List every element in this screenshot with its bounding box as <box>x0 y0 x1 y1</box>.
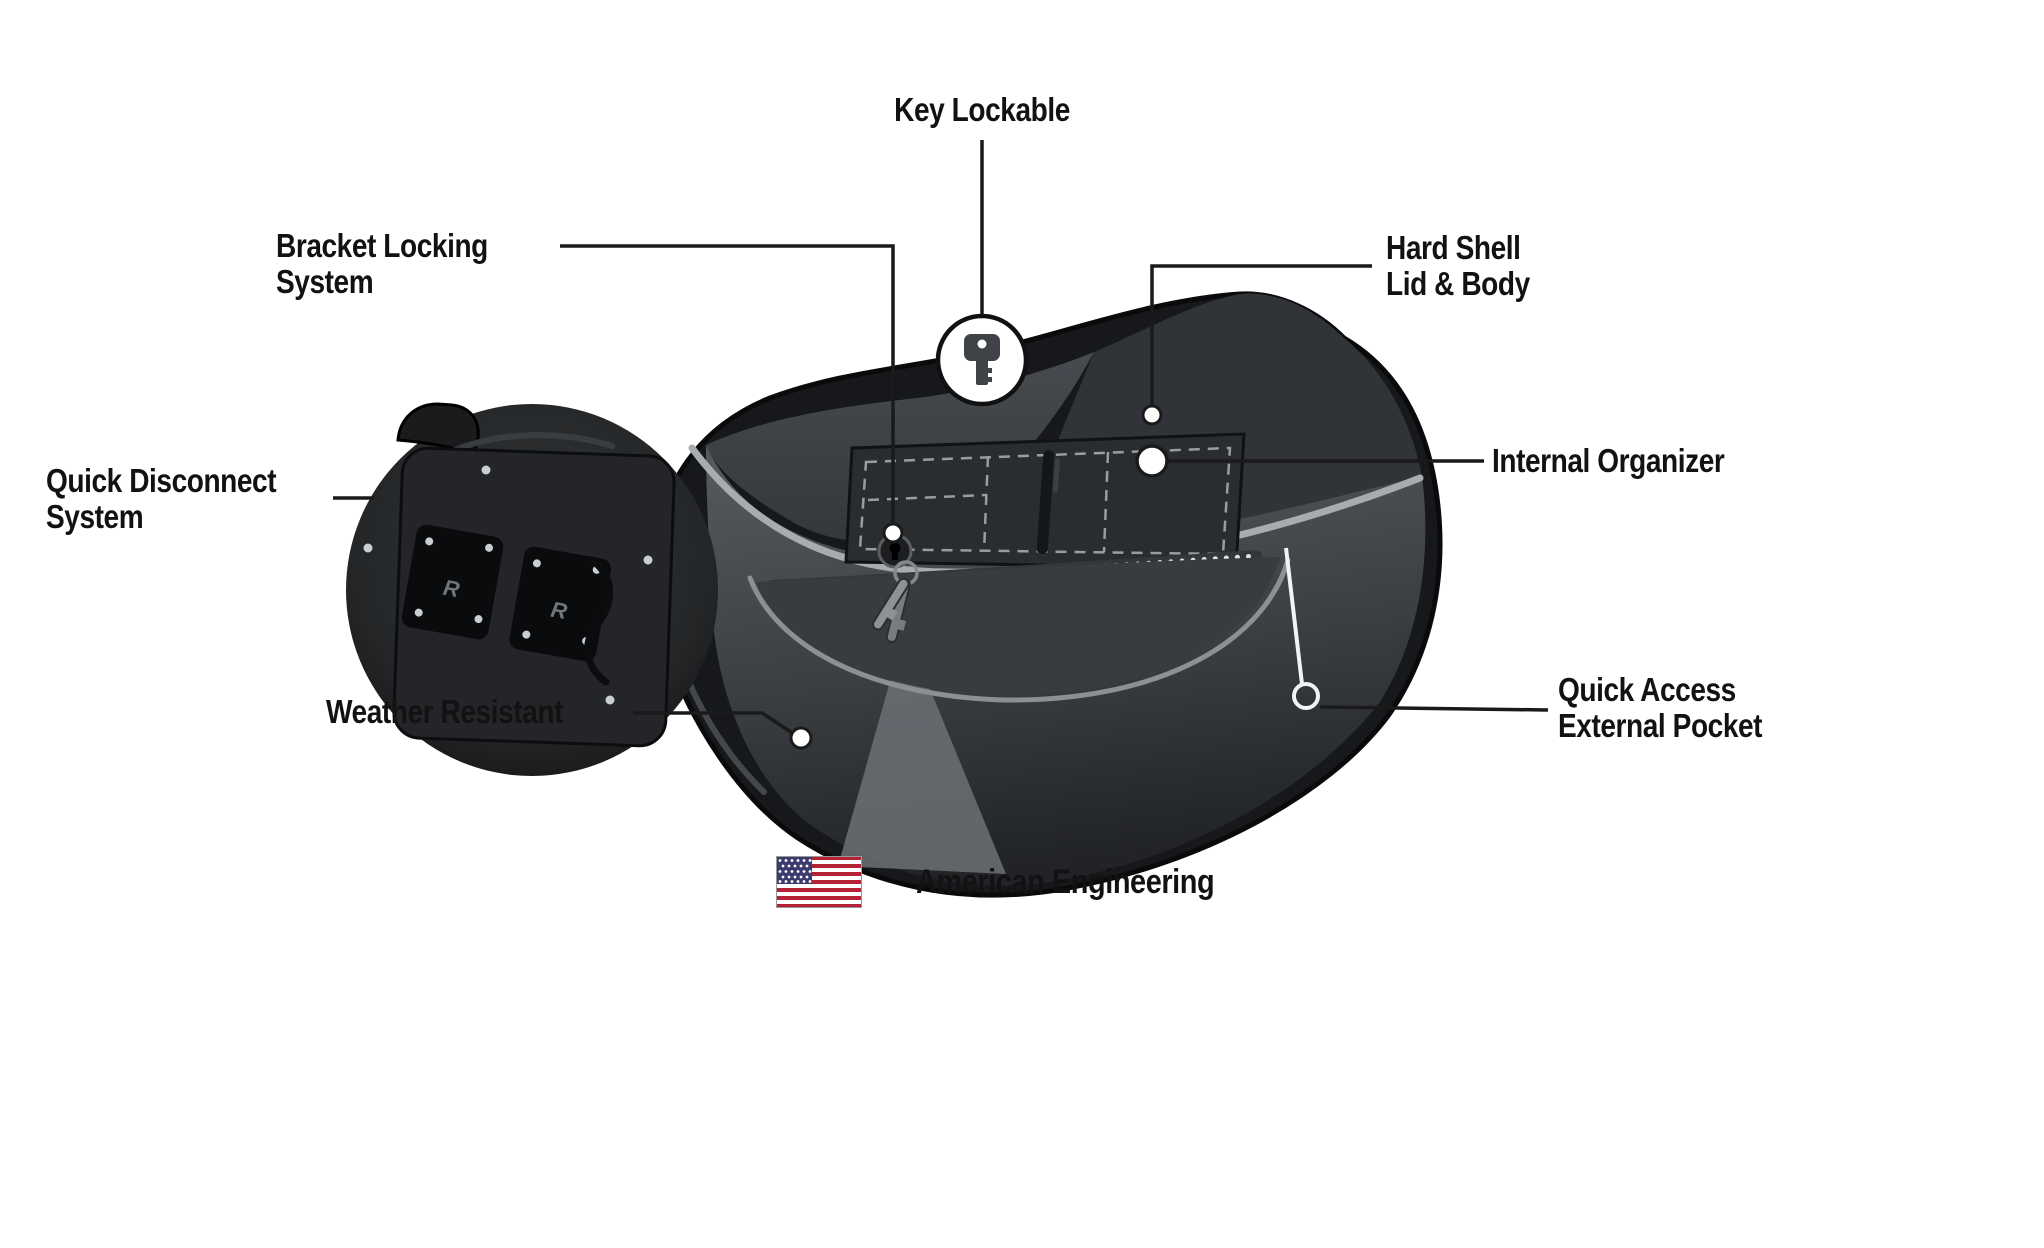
callout-label-hard-shell: Hard Shell Lid & Body <box>1386 229 1530 302</box>
callout-line-bracket-locking <box>560 244 895 524</box>
saddlebag-illustration <box>645 291 1443 898</box>
callout-line-weather-resistant <box>633 711 795 736</box>
mounting-plate-right: R <box>509 546 611 662</box>
key-icon <box>964 334 1000 385</box>
callout-label-bracket-locking: Bracket Locking System <box>276 227 488 300</box>
marker-quick-access <box>1284 547 1320 710</box>
callout-line-quick-access <box>1319 705 1549 712</box>
callout-line-hard-shell <box>1150 264 1372 406</box>
marker-internal-organizer <box>1135 444 1169 478</box>
marker-hard-shell <box>1141 404 1163 426</box>
inset-handle <box>396 402 480 456</box>
marker-bracket-locking <box>882 522 904 544</box>
footer-label: American Engineering <box>916 863 1215 901</box>
lock-and-keys <box>872 533 919 644</box>
callout-label-quick-disconnect: Quick Disconnect System <box>46 462 277 535</box>
inset-cable <box>584 556 614 686</box>
callout-label-key-lockable: Key Lockable <box>894 91 1070 128</box>
external-pocket <box>747 557 1291 703</box>
callout-label-weather-resistant: Weather Resistant <box>326 693 564 730</box>
plate-logo: R <box>441 575 461 602</box>
plate-logo: R <box>549 597 569 624</box>
mounting-plate-left: R <box>401 524 504 640</box>
callout-label-internal-organizer: Internal Organizer <box>1492 442 1725 479</box>
key-lockable-icon <box>935 313 1029 407</box>
quick-disconnect-inset: R R <box>346 402 718 776</box>
marker-weather-resistant <box>789 726 813 750</box>
us-flag-icon <box>776 856 862 908</box>
bottom-highlight <box>838 628 1006 874</box>
callout-lines <box>333 140 1549 736</box>
pen-icon <box>1036 450 1060 554</box>
callout-markers <box>789 404 1320 750</box>
callout-label-quick-access: Quick Access External Pocket <box>1558 671 1763 744</box>
key-icon <box>872 577 910 631</box>
